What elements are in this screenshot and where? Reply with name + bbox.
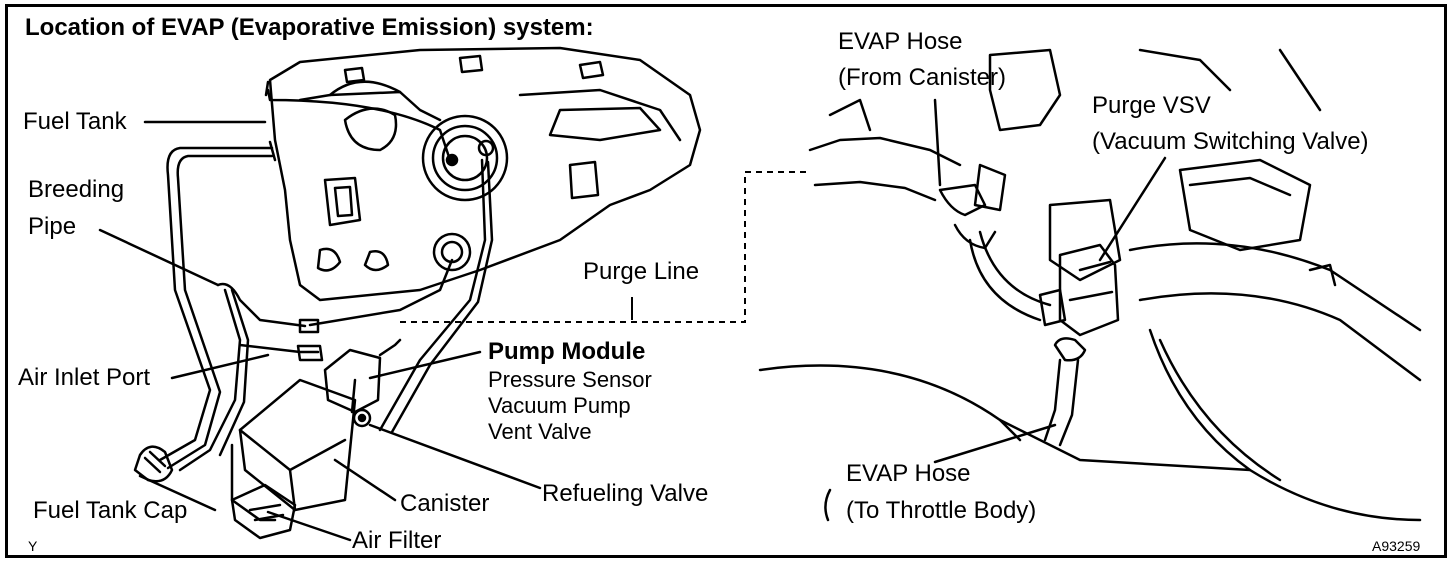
purge-vsv [1058,243,1120,337]
label-refueling-valve: Refueling Valve [542,480,709,507]
label-purge-vsv-line1: Purge VSV [1092,92,1211,119]
label-fuel-tank-cap: Fuel Tank Cap [33,497,188,524]
label-air-inlet-port: Air Inlet Port [18,364,151,391]
label-breeding-line2: Pipe [28,213,77,240]
label-evap-hose-from-line1: EVAP Hose [838,28,963,55]
pump-module-box [323,348,382,414]
label-purge-vsv-line2: (Vacuum Switching Valve) [1092,128,1369,155]
label-purge-line: Purge Line [583,258,700,285]
label-evap-hose-from-line2: (From Canister) [838,64,1007,91]
label-evap-hose-to-line1: EVAP Hose [846,460,971,487]
purge-line [400,171,810,323]
corner-mark: Y [28,538,38,554]
pump-module-ring [421,114,509,202]
label-vent-valve: Vent Valve [488,419,592,444]
fuel-tank-outline [268,46,702,302]
evap-hose-to-throttle [1043,358,1080,447]
label-vacuum-pump: Vacuum Pump [488,393,631,418]
filler-pipe [158,146,274,462]
figure-code: A93259 [1372,538,1421,554]
label-fuel-tank: Fuel Tank [23,108,127,135]
label-pump-module: Pump Module [488,338,646,365]
label-canister: Canister [400,490,490,517]
label-breeding-line1: Breeding [28,176,125,203]
label-evap-hose-to-line2: (To Throttle Body) [846,497,1037,524]
air-filter [230,483,297,540]
label-pressure-sensor: Pressure Sensor [488,367,652,392]
label-air-filter: Air Filter [352,527,442,554]
canister-body [238,378,357,512]
diagram-title: Location of EVAP (Evaporative Emission) … [25,14,594,41]
